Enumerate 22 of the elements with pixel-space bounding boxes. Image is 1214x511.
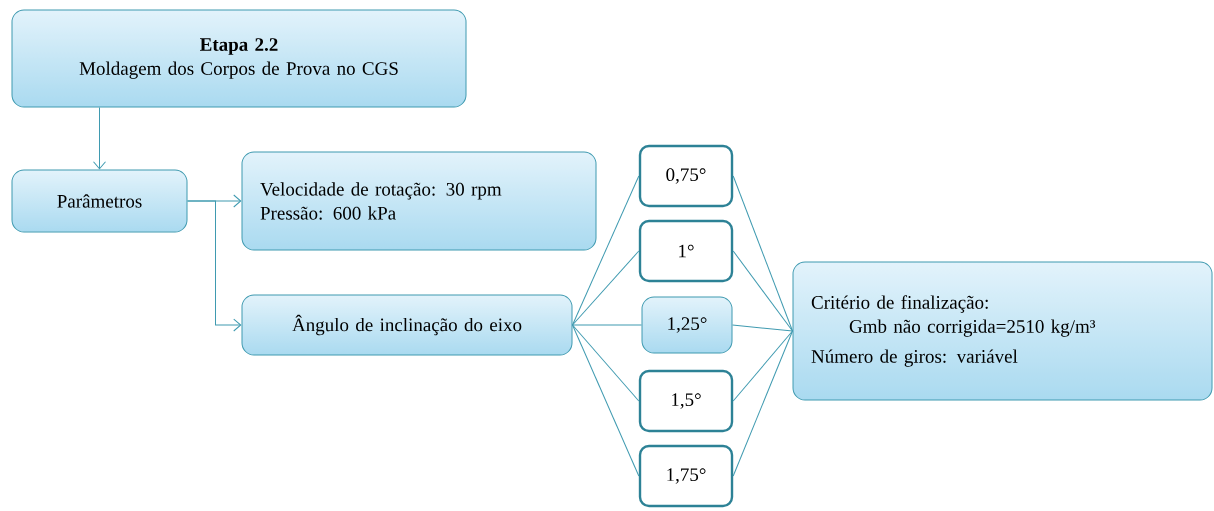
connector	[187, 200, 242, 332]
value-box: 1°	[638, 219, 734, 283]
process-box: Velocidade de rotação: 30 rpm Pressão: 600 kPa	[241, 151, 597, 251]
connector	[572, 324, 640, 477]
process-box: Etapa 2.2 Moldagem dos Corpos de Prova no CGS	[11, 9, 467, 108]
connector	[732, 330, 793, 477]
process-box: Critério de finalização: Gmb não corrigida=2510 kg/m³ Número de giros: variável	[792, 261, 1213, 401]
connector	[732, 324, 793, 332]
value-box: 1,75°	[638, 444, 734, 508]
connector	[572, 324, 640, 402]
value-box: 0,75°	[638, 144, 734, 208]
connector	[93, 107, 106, 170]
connector	[732, 330, 793, 402]
connector	[572, 250, 640, 326]
process-box: Ângulo de inclinação do eixo	[241, 294, 573, 356]
value-box: 1,5°	[638, 369, 734, 433]
connector	[572, 324, 642, 326]
connector	[732, 175, 793, 332]
process-box: Parâmetros	[11, 169, 188, 233]
connector	[732, 250, 793, 332]
process-box: 1,25°	[641, 296, 733, 354]
connector	[572, 175, 640, 326]
